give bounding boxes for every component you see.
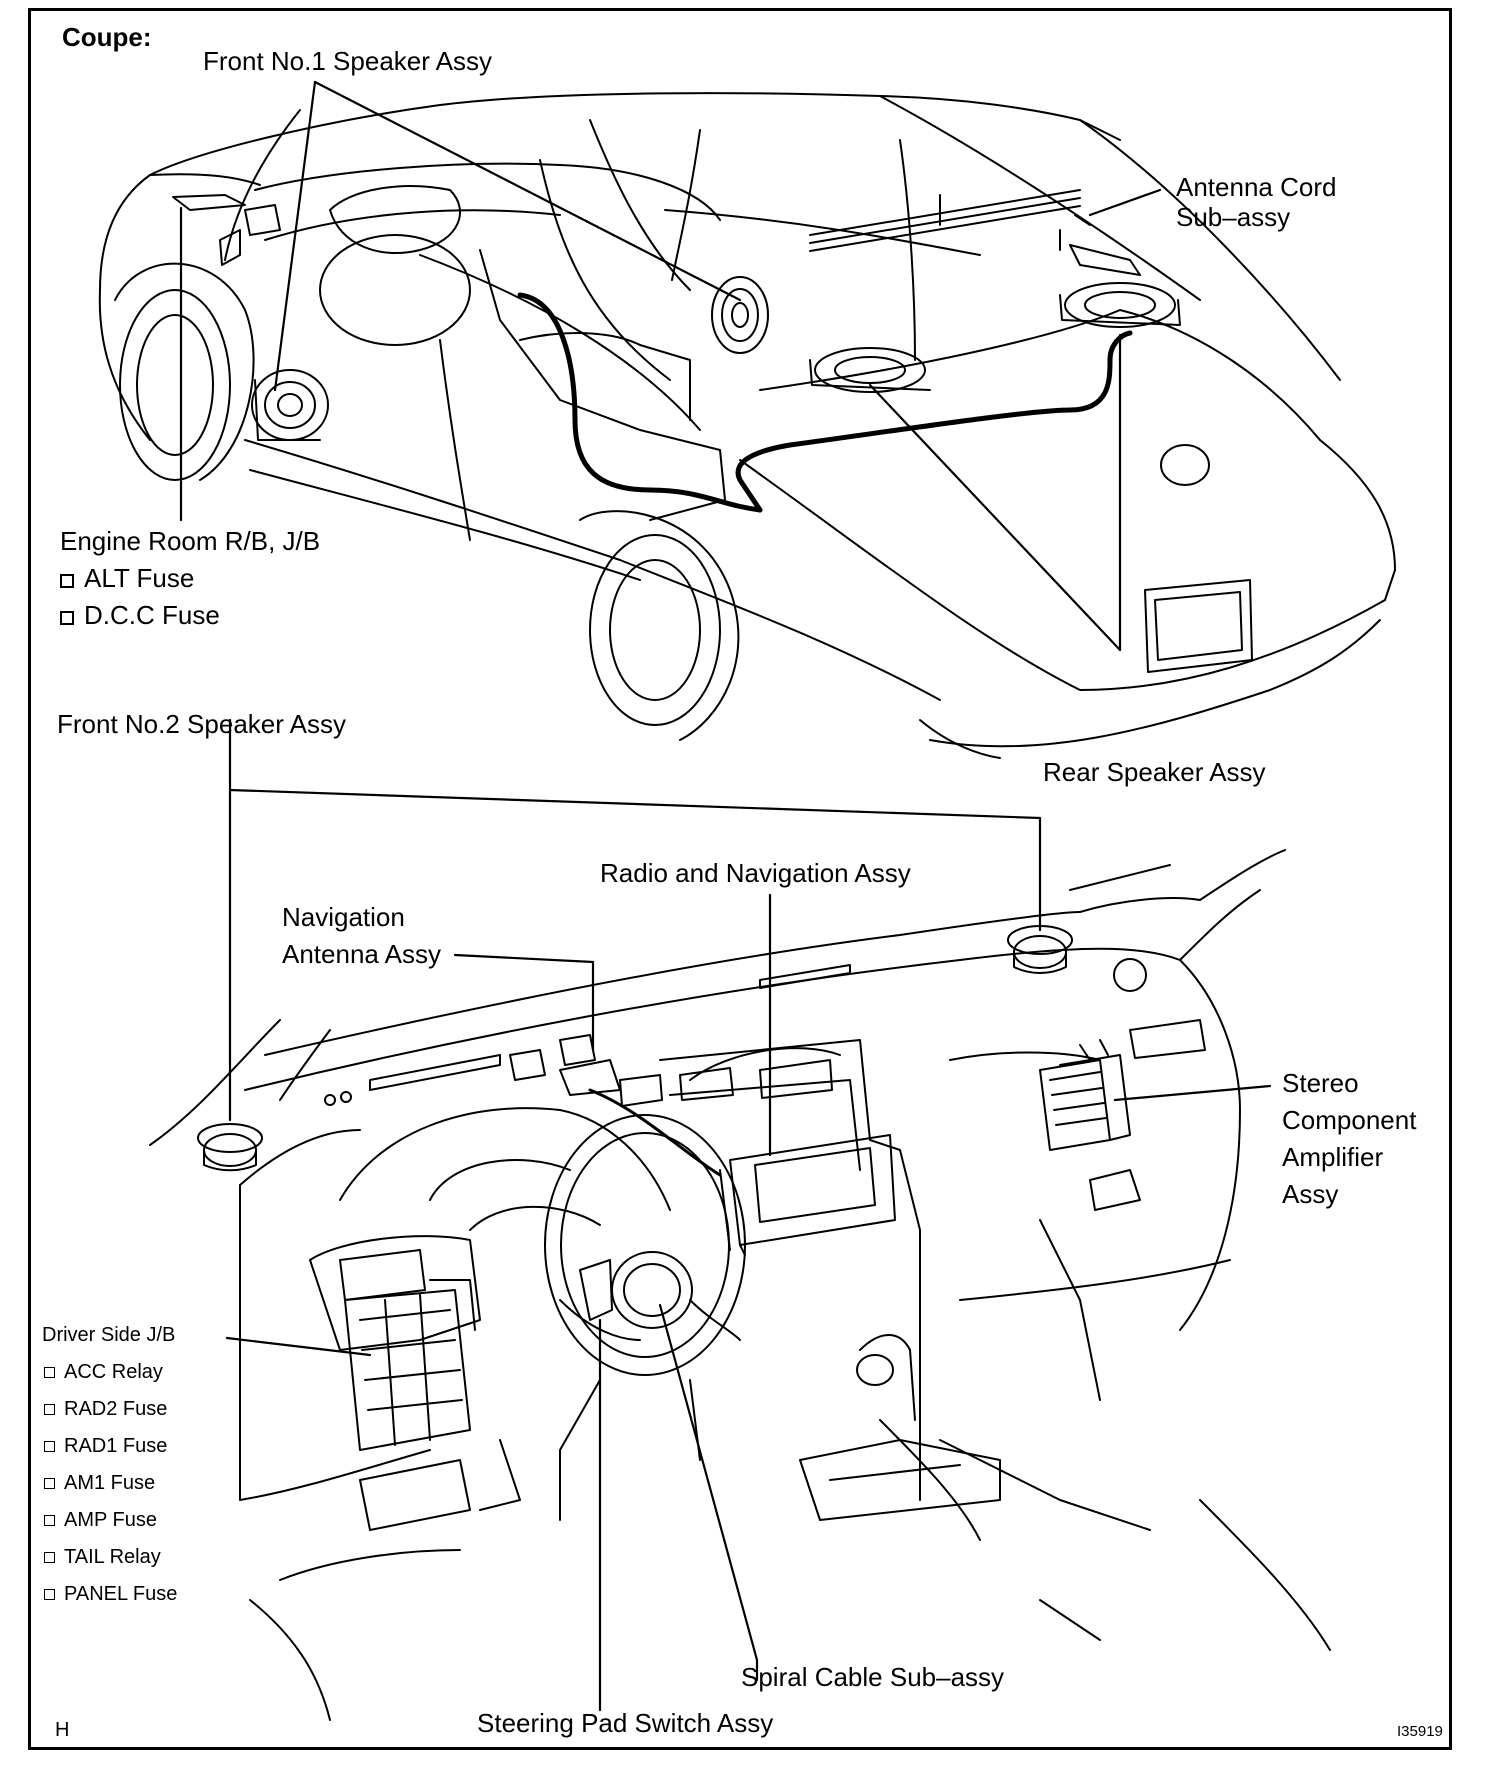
checkbox-icon bbox=[44, 1478, 55, 1489]
driver-side-item: ACC Relay bbox=[44, 1360, 177, 1397]
checkbox-icon bbox=[44, 1404, 55, 1415]
driver-side-item: AM1 Fuse bbox=[44, 1471, 177, 1508]
driver-side-item: AMP Fuse bbox=[44, 1508, 177, 1545]
label-antenna-cord-line2: Sub–assy bbox=[1176, 202, 1291, 232]
engine-room-fuse-item: D.C.C Fuse bbox=[60, 600, 220, 630]
checkbox-icon bbox=[44, 1552, 55, 1563]
driver-side-item: PANEL Fuse bbox=[44, 1582, 177, 1606]
label-antenna-cord-line1: Antenna Cord bbox=[1176, 172, 1337, 202]
label-spiral-cable: Spiral Cable Sub–assy bbox=[741, 1662, 1005, 1692]
checkbox-icon bbox=[60, 574, 74, 588]
label-stereo-amplifier-line4: Assy bbox=[1282, 1179, 1339, 1209]
engine-room-fuse-item-label: D.C.C Fuse bbox=[84, 600, 220, 630]
driver-side-item-list: ACC Relay RAD2 Fuse RAD1 Fuse AM1 Fuse A… bbox=[44, 1360, 177, 1606]
diagram-title: Coupe: bbox=[62, 22, 152, 52]
driver-side-item-label: AM1 Fuse bbox=[64, 1472, 156, 1494]
car-body-drawing bbox=[98, 92, 1396, 759]
driver-side-item-label: AMP Fuse bbox=[64, 1509, 157, 1531]
label-radio-navigation: Radio and Navigation Assy bbox=[600, 858, 911, 888]
dashboard-drawing bbox=[149, 849, 1331, 1721]
driver-side-item-label: RAD1 Fuse bbox=[64, 1435, 168, 1457]
driver-side-item-label: TAIL Relay bbox=[64, 1546, 161, 1568]
driver-side-item: RAD2 Fuse bbox=[44, 1397, 177, 1434]
label-stereo-amplifier-line3: Amplifier bbox=[1282, 1142, 1384, 1172]
label-stereo-amplifier-line1: Stereo bbox=[1282, 1068, 1359, 1098]
label-stereo-amplifier: Stereo Component Amplifier Assy bbox=[1282, 1068, 1416, 1209]
label-driver-side-jb: Driver Side J/B bbox=[42, 1324, 176, 1346]
label-navigation-antenna-line1: Navigation bbox=[282, 902, 405, 932]
engine-room-fuse-item-label: ALT Fuse bbox=[84, 563, 195, 593]
checkbox-icon bbox=[44, 1515, 55, 1526]
figure-id: I35919 bbox=[1397, 1723, 1443, 1740]
driver-side-item-label: RAD2 Fuse bbox=[64, 1398, 168, 1420]
engine-room-fuse-item: ALT Fuse bbox=[60, 563, 220, 600]
checkbox-icon bbox=[44, 1589, 55, 1600]
corner-letter: H bbox=[55, 1719, 70, 1741]
leader-lines-bottom bbox=[225, 788, 1272, 1712]
leader-lines-top bbox=[179, 80, 1162, 932]
label-rear-speaker: Rear Speaker Assy bbox=[1043, 757, 1266, 787]
driver-side-item-label: ACC Relay bbox=[64, 1361, 163, 1383]
label-navigation-antenna: Navigation Antenna Assy bbox=[282, 902, 441, 969]
label-engine-room-jb: Engine Room R/B, J/B bbox=[60, 526, 321, 556]
label-steering-pad-switch: Steering Pad Switch Assy bbox=[477, 1708, 774, 1738]
label-stereo-amplifier-line2: Component bbox=[1282, 1105, 1417, 1135]
driver-side-item-label: PANEL Fuse bbox=[64, 1583, 178, 1605]
driver-side-item: RAD1 Fuse bbox=[44, 1434, 177, 1471]
checkbox-icon bbox=[60, 611, 74, 625]
label-front-no2-speaker: Front No.2 Speaker Assy bbox=[57, 709, 347, 739]
label-front-no1-speaker: Front No.1 Speaker Assy bbox=[203, 46, 493, 76]
diagram-frame bbox=[28, 8, 1452, 1750]
engine-room-fuse-list: ALT Fuse D.C.C Fuse bbox=[60, 563, 220, 630]
checkbox-icon bbox=[44, 1367, 55, 1378]
label-antenna-cord: Antenna Cord Sub–assy bbox=[1176, 172, 1336, 232]
label-navigation-antenna-line2: Antenna Assy bbox=[282, 939, 441, 969]
checkbox-icon bbox=[44, 1441, 55, 1452]
driver-side-item: TAIL Relay bbox=[44, 1545, 177, 1582]
